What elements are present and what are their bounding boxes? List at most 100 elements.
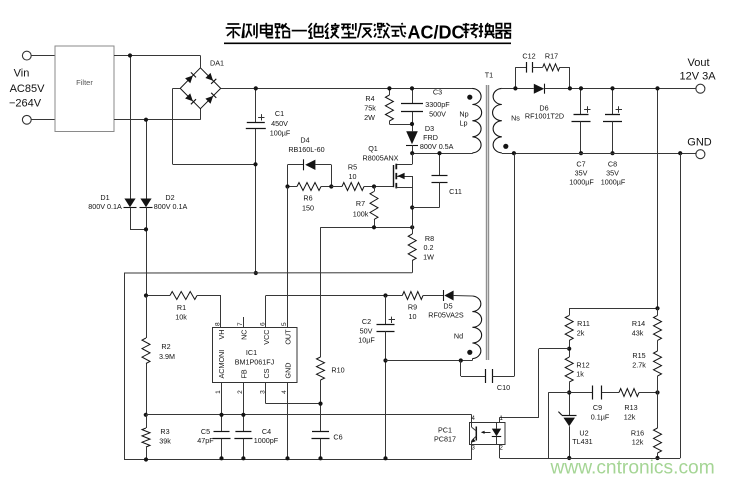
- svg-text:ACMONI: ACMONI: [217, 350, 226, 379]
- svg-text:R11: R11: [577, 319, 590, 328]
- svg-text:1000µF: 1000µF: [569, 178, 594, 187]
- svg-text:R8: R8: [425, 234, 434, 243]
- svg-text:FB: FB: [239, 369, 248, 378]
- svg-text:C11: C11: [449, 187, 462, 196]
- svg-text:R12: R12: [576, 361, 589, 370]
- svg-text:IC1: IC1: [246, 348, 257, 357]
- svg-text:GND: GND: [687, 137, 712, 149]
- svg-text:39k: 39k: [159, 437, 171, 446]
- svg-text:Vin: Vin: [14, 68, 30, 80]
- svg-text:T1: T1: [485, 71, 493, 80]
- svg-text:10: 10: [349, 172, 357, 181]
- svg-text:1000µF: 1000µF: [601, 178, 626, 187]
- svg-text:500V: 500V: [429, 109, 446, 118]
- svg-text:0.1µF: 0.1µF: [591, 412, 610, 421]
- svg-text:Q1: Q1: [368, 144, 378, 153]
- svg-text:R4: R4: [365, 94, 374, 103]
- svg-text:12k: 12k: [624, 412, 636, 421]
- svg-text:AC/DC: AC/DC: [408, 22, 465, 42]
- svg-text:800V 0.5A: 800V 0.5A: [420, 142, 454, 151]
- svg-text:R9: R9: [408, 303, 417, 312]
- svg-text:450V: 450V: [271, 119, 288, 128]
- svg-text:Lp: Lp: [460, 119, 468, 128]
- svg-text:43k: 43k: [632, 329, 644, 338]
- svg-text:C12: C12: [522, 52, 535, 61]
- svg-text:AC85V: AC85V: [10, 83, 46, 95]
- svg-text:5: 5: [281, 322, 288, 326]
- svg-text:C8: C8: [608, 160, 617, 169]
- svg-text:RF05VA2S: RF05VA2S: [428, 311, 464, 320]
- svg-text:R8005ANX: R8005ANX: [363, 154, 399, 163]
- svg-text:2k: 2k: [577, 328, 585, 337]
- svg-text:C2: C2: [362, 317, 371, 326]
- svg-text:35V: 35V: [606, 169, 619, 178]
- svg-text:150: 150: [302, 204, 314, 213]
- svg-text:FRD: FRD: [423, 133, 438, 142]
- svg-text:10: 10: [409, 312, 417, 321]
- svg-text:GND: GND: [284, 363, 293, 379]
- svg-text:R3: R3: [160, 427, 169, 436]
- svg-text:D1: D1: [100, 193, 109, 202]
- svg-text:C3: C3: [433, 88, 442, 97]
- svg-text:7: 7: [237, 322, 244, 326]
- svg-text:R16: R16: [631, 429, 644, 438]
- svg-text:BM1P061FJ: BM1P061FJ: [235, 358, 275, 367]
- svg-text:8: 8: [215, 322, 222, 326]
- svg-text:www.cntronics.com: www.cntronics.com: [550, 457, 715, 478]
- svg-text:R17: R17: [545, 52, 558, 61]
- svg-text:R13: R13: [624, 403, 637, 412]
- svg-text:CS: CS: [262, 368, 271, 378]
- svg-text:50V: 50V: [360, 327, 373, 336]
- svg-text:Nd: Nd: [454, 332, 463, 341]
- svg-text:800V 0.1A: 800V 0.1A: [154, 202, 188, 211]
- svg-text:75k: 75k: [364, 104, 376, 113]
- svg-text:Filter: Filter: [76, 78, 93, 87]
- svg-text:800V 0.1A: 800V 0.1A: [88, 202, 122, 211]
- svg-text:R6: R6: [303, 194, 312, 203]
- svg-text:10k: 10k: [175, 313, 187, 322]
- svg-text:3: 3: [259, 390, 266, 394]
- svg-text:6: 6: [259, 322, 266, 326]
- svg-text:PC1: PC1: [438, 426, 452, 435]
- svg-text:OUT: OUT: [284, 329, 293, 345]
- svg-text:D3: D3: [425, 124, 434, 133]
- svg-text:2.7k: 2.7k: [632, 360, 646, 369]
- svg-text:VH: VH: [217, 330, 226, 340]
- svg-text:Vout: Vout: [687, 57, 709, 69]
- svg-text:35V: 35V: [575, 169, 588, 178]
- svg-text:Ns: Ns: [511, 114, 520, 123]
- svg-text:C6: C6: [333, 432, 342, 441]
- svg-text:47pF: 47pF: [197, 436, 214, 445]
- svg-text:C10: C10: [497, 383, 510, 392]
- svg-text:10µF: 10µF: [358, 336, 375, 345]
- svg-text:C4: C4: [262, 427, 271, 436]
- svg-text:R5: R5: [348, 163, 357, 172]
- svg-text:3300pF: 3300pF: [425, 100, 450, 109]
- svg-text:C1: C1: [275, 109, 284, 118]
- svg-text:12k: 12k: [632, 438, 644, 447]
- svg-text:R15: R15: [632, 351, 645, 360]
- svg-text:4: 4: [281, 390, 288, 394]
- svg-text:2W: 2W: [364, 113, 375, 122]
- svg-text:1W: 1W: [423, 253, 434, 262]
- svg-text:12V 3A: 12V 3A: [679, 71, 716, 83]
- svg-text:D2: D2: [165, 193, 174, 202]
- svg-text:R14: R14: [632, 319, 645, 328]
- svg-text:R10: R10: [331, 366, 344, 375]
- svg-text:C9: C9: [593, 403, 602, 412]
- svg-text:1000pF: 1000pF: [254, 436, 279, 445]
- svg-text:R2: R2: [161, 342, 170, 351]
- svg-text:2: 2: [237, 390, 244, 394]
- svg-text:R1: R1: [177, 303, 186, 312]
- svg-text:−264V: −264V: [9, 98, 42, 110]
- svg-text:100µF: 100µF: [270, 128, 291, 137]
- svg-text:D4: D4: [300, 136, 309, 145]
- svg-text:PC817: PC817: [434, 435, 456, 444]
- svg-text:TL431: TL431: [572, 437, 592, 446]
- svg-text:R7: R7: [356, 199, 365, 208]
- svg-text:C7: C7: [576, 160, 585, 169]
- svg-text:NC: NC: [239, 330, 248, 340]
- svg-text:3.9M: 3.9M: [159, 352, 175, 361]
- svg-text:1k: 1k: [576, 370, 584, 379]
- svg-text:Np: Np: [459, 110, 468, 119]
